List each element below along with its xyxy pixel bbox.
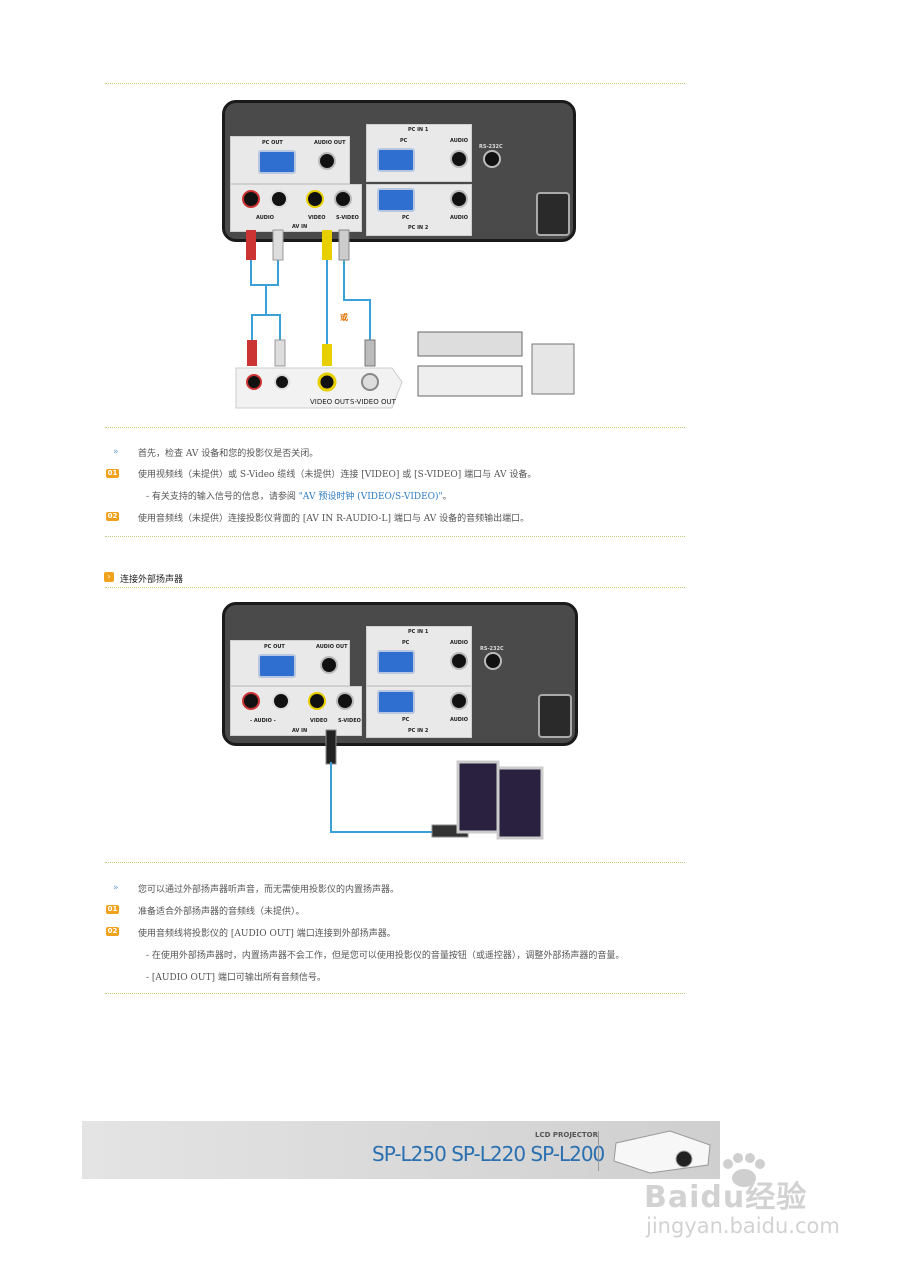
power-socket-2: [538, 694, 572, 738]
intro-arrow-icon: »: [113, 447, 119, 457]
footer-banner: LCD PROJECTOR SP-L250 SP-L220 SP-L200: [82, 1121, 720, 1179]
section2-step2-note1: - 在使用外部扬声器时，内置扬声器不会工作，但是您可以使用投影仪的音量按钮（或遥…: [146, 951, 625, 961]
section2-heading: 连接外部扬声器: [120, 575, 184, 585]
divider-3: [105, 587, 685, 588]
s-video-label: S-VIDEO: [336, 215, 359, 221]
s-video-label-2: S-VIDEO: [338, 718, 361, 724]
step-01-badge: 01: [106, 469, 119, 478]
rs232c-port: [483, 150, 501, 168]
divider-1: [105, 427, 685, 428]
step-02-badge-2: 02: [106, 927, 119, 936]
av-preset-clock-link[interactable]: "AV 预设时钟 (VIDEO/S-VIDEO)": [298, 492, 443, 502]
pc-out-label: PC OUT: [262, 140, 283, 146]
step1-note-prefix: - 有关支持的输入信号的信息，请参阅: [146, 492, 299, 502]
av-in-label-2: AV IN: [292, 728, 308, 734]
divider-4: [105, 862, 685, 863]
s-video-jack: [334, 190, 352, 208]
audio-l-jack-2: [272, 692, 290, 710]
pc-in-1-vga-port: [377, 148, 415, 172]
footer-divider: [598, 1131, 599, 1171]
section1-intro: 首先，检查 AV 设备和您的投影仪是否关闭。: [138, 449, 319, 459]
video-jack: [306, 190, 324, 208]
audio-label-2: AUDIO: [450, 215, 469, 221]
s-video-out-label: S-VIDEO OUT: [350, 398, 396, 406]
step-01-badge-2: 01: [106, 905, 119, 914]
section1-step2: 使用音频线（未提供）连接投影仪背面的 [AV IN R-AUDIO-L] 端口与…: [138, 514, 530, 524]
pc-in-2-audio-jack-2: [450, 692, 468, 710]
audio-r-jack: [242, 190, 260, 208]
heading-arrow-icon: ›: [104, 572, 114, 582]
pc-in-1-label: PC IN 1: [408, 127, 429, 133]
pc-label-1: PC: [400, 138, 408, 144]
audio-out-jack-2: [320, 656, 338, 674]
pc-in-2-audio-jack: [450, 190, 468, 208]
audio-label-2a: AUDIO: [450, 640, 469, 646]
intro-arrow-icon-2: »: [113, 883, 119, 893]
rs232c-label: RS-232C: [479, 144, 503, 150]
footer-models: SP-L250 SP-L220 SP-L200: [372, 1142, 605, 1166]
pc-label-2a: PC: [402, 640, 410, 646]
divider-5: [105, 993, 685, 994]
pc-in-1-vga-port-2: [377, 650, 415, 674]
section1-step1-note: - 有关支持的输入信号的信息，请参阅 "AV 预设时钟 (VIDEO/S-VID…: [146, 491, 452, 503]
video-out-label: VIDEO OUT: [310, 398, 350, 406]
pc-in-2-label-2: PC IN 2: [408, 728, 429, 734]
audio-out-jack: [318, 152, 336, 170]
step-02-badge: 02: [106, 512, 119, 521]
audio-label-2b: AUDIO: [450, 717, 469, 723]
divider-2: [105, 536, 685, 537]
av-cables: [235, 229, 575, 409]
step1-note-suffix: 。: [442, 492, 452, 502]
watermark-paw-icon: [720, 1152, 766, 1188]
pc-in-1-audio-jack-2: [450, 652, 468, 670]
pc-in-2-vga-port: [377, 188, 415, 212]
video-label: VIDEO: [308, 215, 326, 221]
diagram-av-connection: PC OUT AUDIO OUT PC IN 1 PC AUDIO RS-232…: [222, 100, 582, 412]
audio-lr-label: AUDIO: [256, 215, 275, 221]
audio-l-jack: [270, 190, 288, 208]
or-label: 或: [340, 313, 348, 322]
pc-out-vga-port-2: [258, 654, 296, 678]
section2-step2-note2: - [AUDIO OUT] 端口可输出所有音频信号。: [146, 973, 326, 983]
pc-in-1-audio-jack: [450, 150, 468, 168]
diagram-speaker-connection: PC OUT AUDIO OUT PC IN 1 PC AUDIO RS-232…: [222, 602, 582, 848]
speaker-cable: [325, 729, 544, 840]
rs232c-label-2: RS-232C: [480, 646, 504, 652]
pc-out-vga-port: [258, 150, 296, 174]
audio-lr-label-2: - AUDIO -: [250, 718, 276, 724]
section2-intro: 您可以通过外部扬声器听声音，而无需使用投影仪的内置扬声器。: [138, 885, 400, 895]
pc-in-2-label: PC IN 2: [408, 225, 429, 231]
rs232c-port-2: [484, 652, 502, 670]
s-video-jack-2: [336, 692, 354, 710]
pc-in-1-label-2: PC IN 1: [408, 629, 429, 635]
audio-label-1: AUDIO: [450, 138, 469, 144]
watermark-url: jingyan.baidu.com: [646, 1214, 840, 1238]
audio-out-label-2: AUDIO OUT: [316, 644, 348, 650]
pc-out-label-2: PC OUT: [264, 644, 285, 650]
audio-r-jack-2: [242, 692, 260, 710]
projector-icon: [613, 1130, 711, 1174]
section2-step2: 使用音频线将投影仪的 [AUDIO OUT] 端口连接到外部扬声器。: [138, 929, 396, 939]
pc-in-2-vga-port-2: [377, 690, 415, 714]
pc-label-2b: PC: [402, 717, 410, 723]
watermark-logo: Baidu经验: [644, 1180, 808, 1215]
footer-brand-small: LCD PROJECTOR: [535, 1131, 598, 1139]
video-jack-2: [308, 692, 326, 710]
av-in-label: AV IN: [292, 224, 308, 230]
power-socket: [536, 192, 570, 236]
divider-top: [105, 83, 685, 84]
audio-out-label: AUDIO OUT: [314, 140, 346, 146]
section1-step1: 使用视频线（未提供）或 S-Video 缆线（未提供）连接 [VIDEO] 或 …: [138, 470, 537, 480]
section2-step1: 准备适合外部扬声器的音频线（未提供）。: [138, 907, 305, 917]
pc-label-2: PC: [402, 215, 410, 221]
video-label-2: VIDEO: [310, 718, 328, 724]
